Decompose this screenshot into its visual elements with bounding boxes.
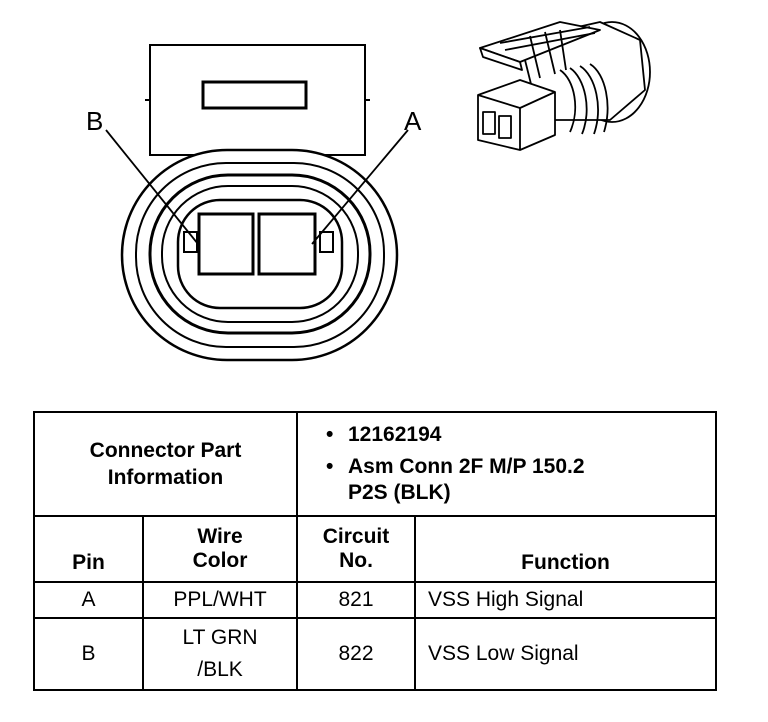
leader-line-a — [311, 129, 409, 245]
connector-terminal-cavity — [176, 198, 344, 310]
part-description-item: Asm Conn 2F M/P 150.2 P2S (BLK) — [326, 454, 709, 506]
part-numbers-list: 12162194 Asm Conn 2F M/P 150.2 P2S (BLK) — [326, 422, 709, 506]
table-row: B LT GRN /BLK 822 VSS Low Signal — [33, 617, 717, 691]
cell-function: VSS High Signal — [414, 581, 717, 619]
cell-wire-color: LT GRN /BLK — [142, 617, 298, 691]
connector-info-table: Connector Part Information 12162194 Asm … — [33, 411, 717, 691]
connector-latch-housing — [149, 44, 366, 156]
connector-latch-window — [201, 80, 308, 110]
part-numbers-cell: 12162194 Asm Conn 2F M/P 150.2 P2S (BLK) — [296, 411, 717, 517]
leader-line-b — [105, 129, 199, 245]
part-description-continuation: P2S (BLK) — [348, 481, 451, 504]
part-info-label-cell: Connector Part Information — [33, 411, 298, 517]
connector-diagram: B A — [86, 21, 651, 362]
cell-circuit-no: 822 — [296, 617, 416, 691]
connector-face-view — [105, 44, 409, 362]
pin-label-a: A — [404, 106, 422, 136]
table-row: A PPL/WHT 821 VSS High Signal — [33, 581, 717, 619]
header-pin: Pin — [33, 515, 144, 583]
cell-function: VSS Low Signal — [414, 617, 717, 691]
pin-b-socket — [197, 212, 255, 276]
cell-circuit-no: 821 — [296, 581, 416, 619]
cell-pin: B — [33, 617, 144, 691]
part-info-label-line2: Information — [107, 466, 224, 489]
header-circuit-no: Circuit No. — [296, 515, 416, 583]
cell-pin: A — [33, 581, 144, 619]
pin-label-b: B — [86, 106, 103, 136]
part-number-item: 12162194 — [326, 422, 709, 448]
header-wire-color: Wire Color — [142, 515, 298, 583]
header-function: Function — [414, 515, 717, 583]
part-info-label-line1: Connector Part — [89, 439, 242, 462]
pin-a-socket — [257, 212, 317, 276]
cell-wire-color: PPL/WHT — [142, 581, 298, 619]
connector-isometric-view — [477, 21, 651, 151]
